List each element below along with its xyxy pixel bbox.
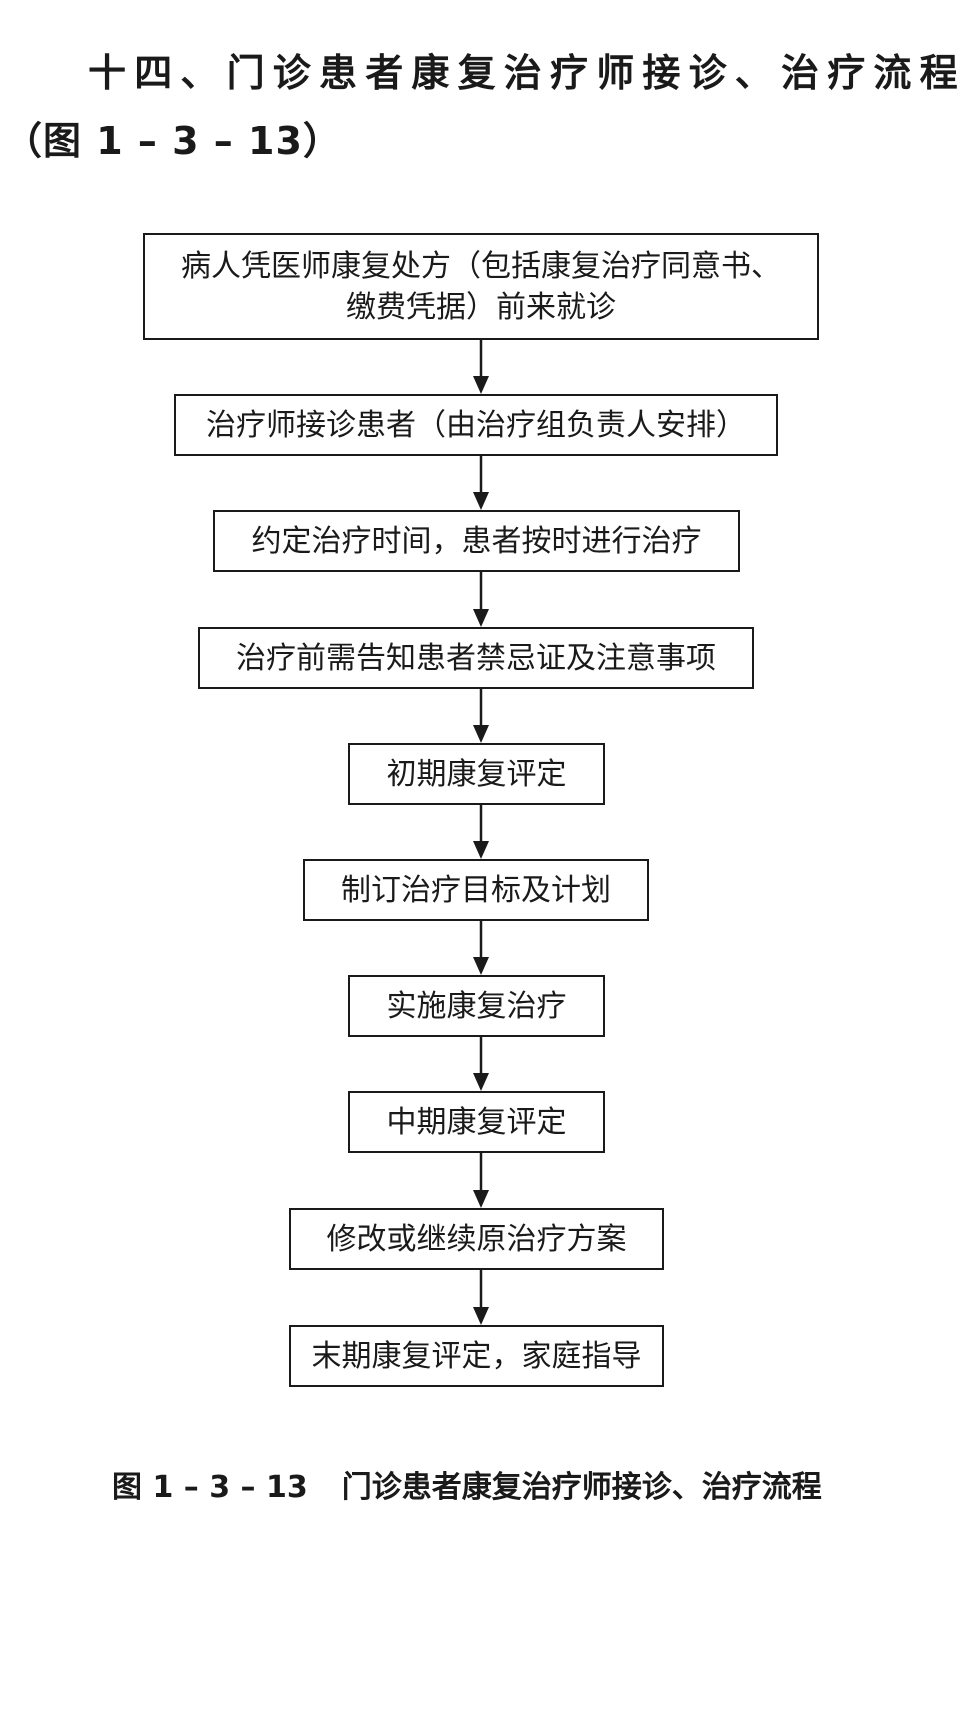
step-box-modify-plan: 修改或继续原治疗方案 bbox=[289, 1208, 664, 1270]
flow-arrow-head bbox=[473, 492, 489, 510]
flow-arrow-head bbox=[473, 1307, 489, 1325]
section-heading: 十四、门诊患者康复治疗师接诊、治疗流程 bbox=[88, 51, 965, 95]
step-box-initial-assessment: 初期康复评定 bbox=[348, 743, 605, 805]
flow-arrow-head bbox=[473, 376, 489, 394]
flow-arrow-head bbox=[473, 1190, 489, 1208]
flow-arrow-head bbox=[473, 841, 489, 859]
step-box-implement-treatment: 实施康复治疗 bbox=[348, 975, 605, 1037]
flow-arrow-head bbox=[473, 609, 489, 627]
step-box-therapist-receives: 治疗师接诊患者（由治疗组负责人安排） bbox=[174, 394, 778, 456]
step-box-midterm-assessment: 中期康复评定 bbox=[348, 1091, 605, 1153]
figure-caption-label: 图 1 – 3 – 13 bbox=[112, 1470, 308, 1505]
step-box-final-assessment: 末期康复评定，家庭指导 bbox=[289, 1325, 664, 1387]
step-box-contraindications: 治疗前需告知患者禁忌证及注意事项 bbox=[198, 627, 754, 689]
figure-caption-title: 门诊患者康复治疗师接诊、治疗流程 bbox=[341, 1470, 822, 1505]
step-box-schedule-treatment: 约定治疗时间，患者按时进行治疗 bbox=[213, 510, 740, 572]
step-box-treatment-plan: 制订治疗目标及计划 bbox=[303, 859, 649, 921]
flow-arrow-head bbox=[473, 725, 489, 743]
figure-caption: 图 1 – 3 – 13 门诊患者康复治疗师接诊、治疗流程 bbox=[112, 1462, 822, 1506]
flow-arrow-head bbox=[473, 957, 489, 975]
section-heading-figure-ref: （图 1 – 3 – 13） bbox=[4, 119, 342, 163]
step-box-consultation: 病人凭医师康复处方（包括康复治疗同意书、 缴费凭据）前来就诊 bbox=[143, 233, 819, 340]
flow-arrow-head bbox=[473, 1073, 489, 1091]
